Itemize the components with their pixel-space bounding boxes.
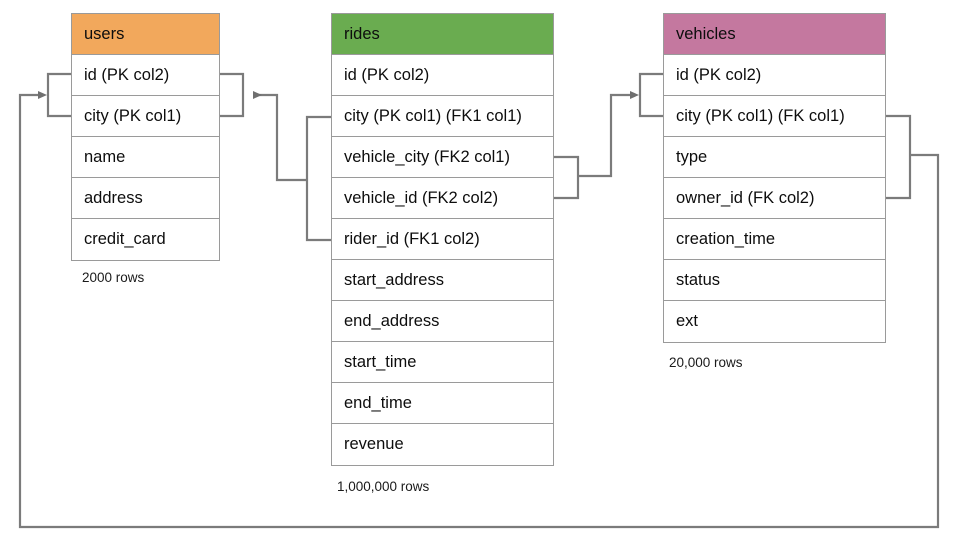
column-vehicles-type[interactable]: type: [664, 137, 885, 178]
column-vehicles-ext[interactable]: ext: [676, 312, 699, 330]
row-count-rides: 1,000,000 rows: [337, 479, 430, 494]
entity-table-users[interactable]: users id (PK col2) city (PK col1) name a…: [71, 13, 220, 261]
column-rides-start-address[interactable]: start_address: [332, 260, 553, 301]
column-vehicles-owner-id[interactable]: owner_id (FK col2): [664, 178, 885, 219]
column-rides-city[interactable]: city (PK col1) (FK1 col1): [332, 96, 553, 137]
connector-rides-fk1-to-users: [305, 115, 331, 242]
entity-table-vehicles[interactable]: vehicles id (PK col2) city (PK col1) (FK…: [663, 13, 886, 343]
connector-rides-fk2-to-vehicles-arrow: [578, 91, 639, 178]
connector-rides-fk2-to-vehicles: [554, 155, 580, 200]
row-count-vehicles: 20,000 rows: [669, 355, 743, 370]
connector-rides-fk1-to-users-arrow: [253, 91, 307, 182]
table-header-users: users: [72, 14, 219, 55]
users-left-bracket: [46, 72, 71, 118]
table-header-vehicles: vehicles: [664, 14, 885, 55]
column-users-credit-card[interactable]: credit_card: [84, 230, 166, 248]
table-header-rides: rides: [332, 14, 553, 55]
vehicles-left-bracket: [638, 72, 663, 118]
column-rides-id[interactable]: id (PK col2): [332, 55, 553, 96]
column-vehicles-creation-time[interactable]: creation_time: [664, 219, 885, 260]
column-rides-vehicle-id[interactable]: vehicle_id (FK2 col2): [332, 178, 553, 219]
column-users-id[interactable]: id (PK col2): [72, 55, 219, 96]
column-vehicles-id[interactable]: id (PK col2): [664, 55, 885, 96]
connector-vehicles-fk-to-users: [886, 114, 912, 200]
column-rides-end-address[interactable]: end_address: [332, 301, 553, 342]
column-users-address[interactable]: address: [72, 178, 219, 219]
column-rides-rider-id[interactable]: rider_id (FK1 col2): [332, 219, 553, 260]
column-rides-revenue[interactable]: revenue: [344, 435, 404, 453]
row-count-users: 2000 rows: [82, 270, 145, 285]
column-rides-end-time[interactable]: end_time: [332, 383, 553, 424]
column-users-city[interactable]: city (PK col1): [72, 96, 219, 137]
column-rides-start-time[interactable]: start_time: [332, 342, 553, 383]
column-vehicles-city[interactable]: city (PK col1) (FK col1): [664, 96, 885, 137]
column-vehicles-status[interactable]: status: [664, 260, 885, 301]
column-users-name[interactable]: name: [72, 137, 219, 178]
entity-table-rides[interactable]: rides id (PK col2) city (PK col1) (FK1 c…: [331, 13, 554, 466]
users-right-bracket: [220, 72, 245, 118]
column-rides-vehicle-city[interactable]: vehicle_city (FK2 col1): [332, 137, 553, 178]
